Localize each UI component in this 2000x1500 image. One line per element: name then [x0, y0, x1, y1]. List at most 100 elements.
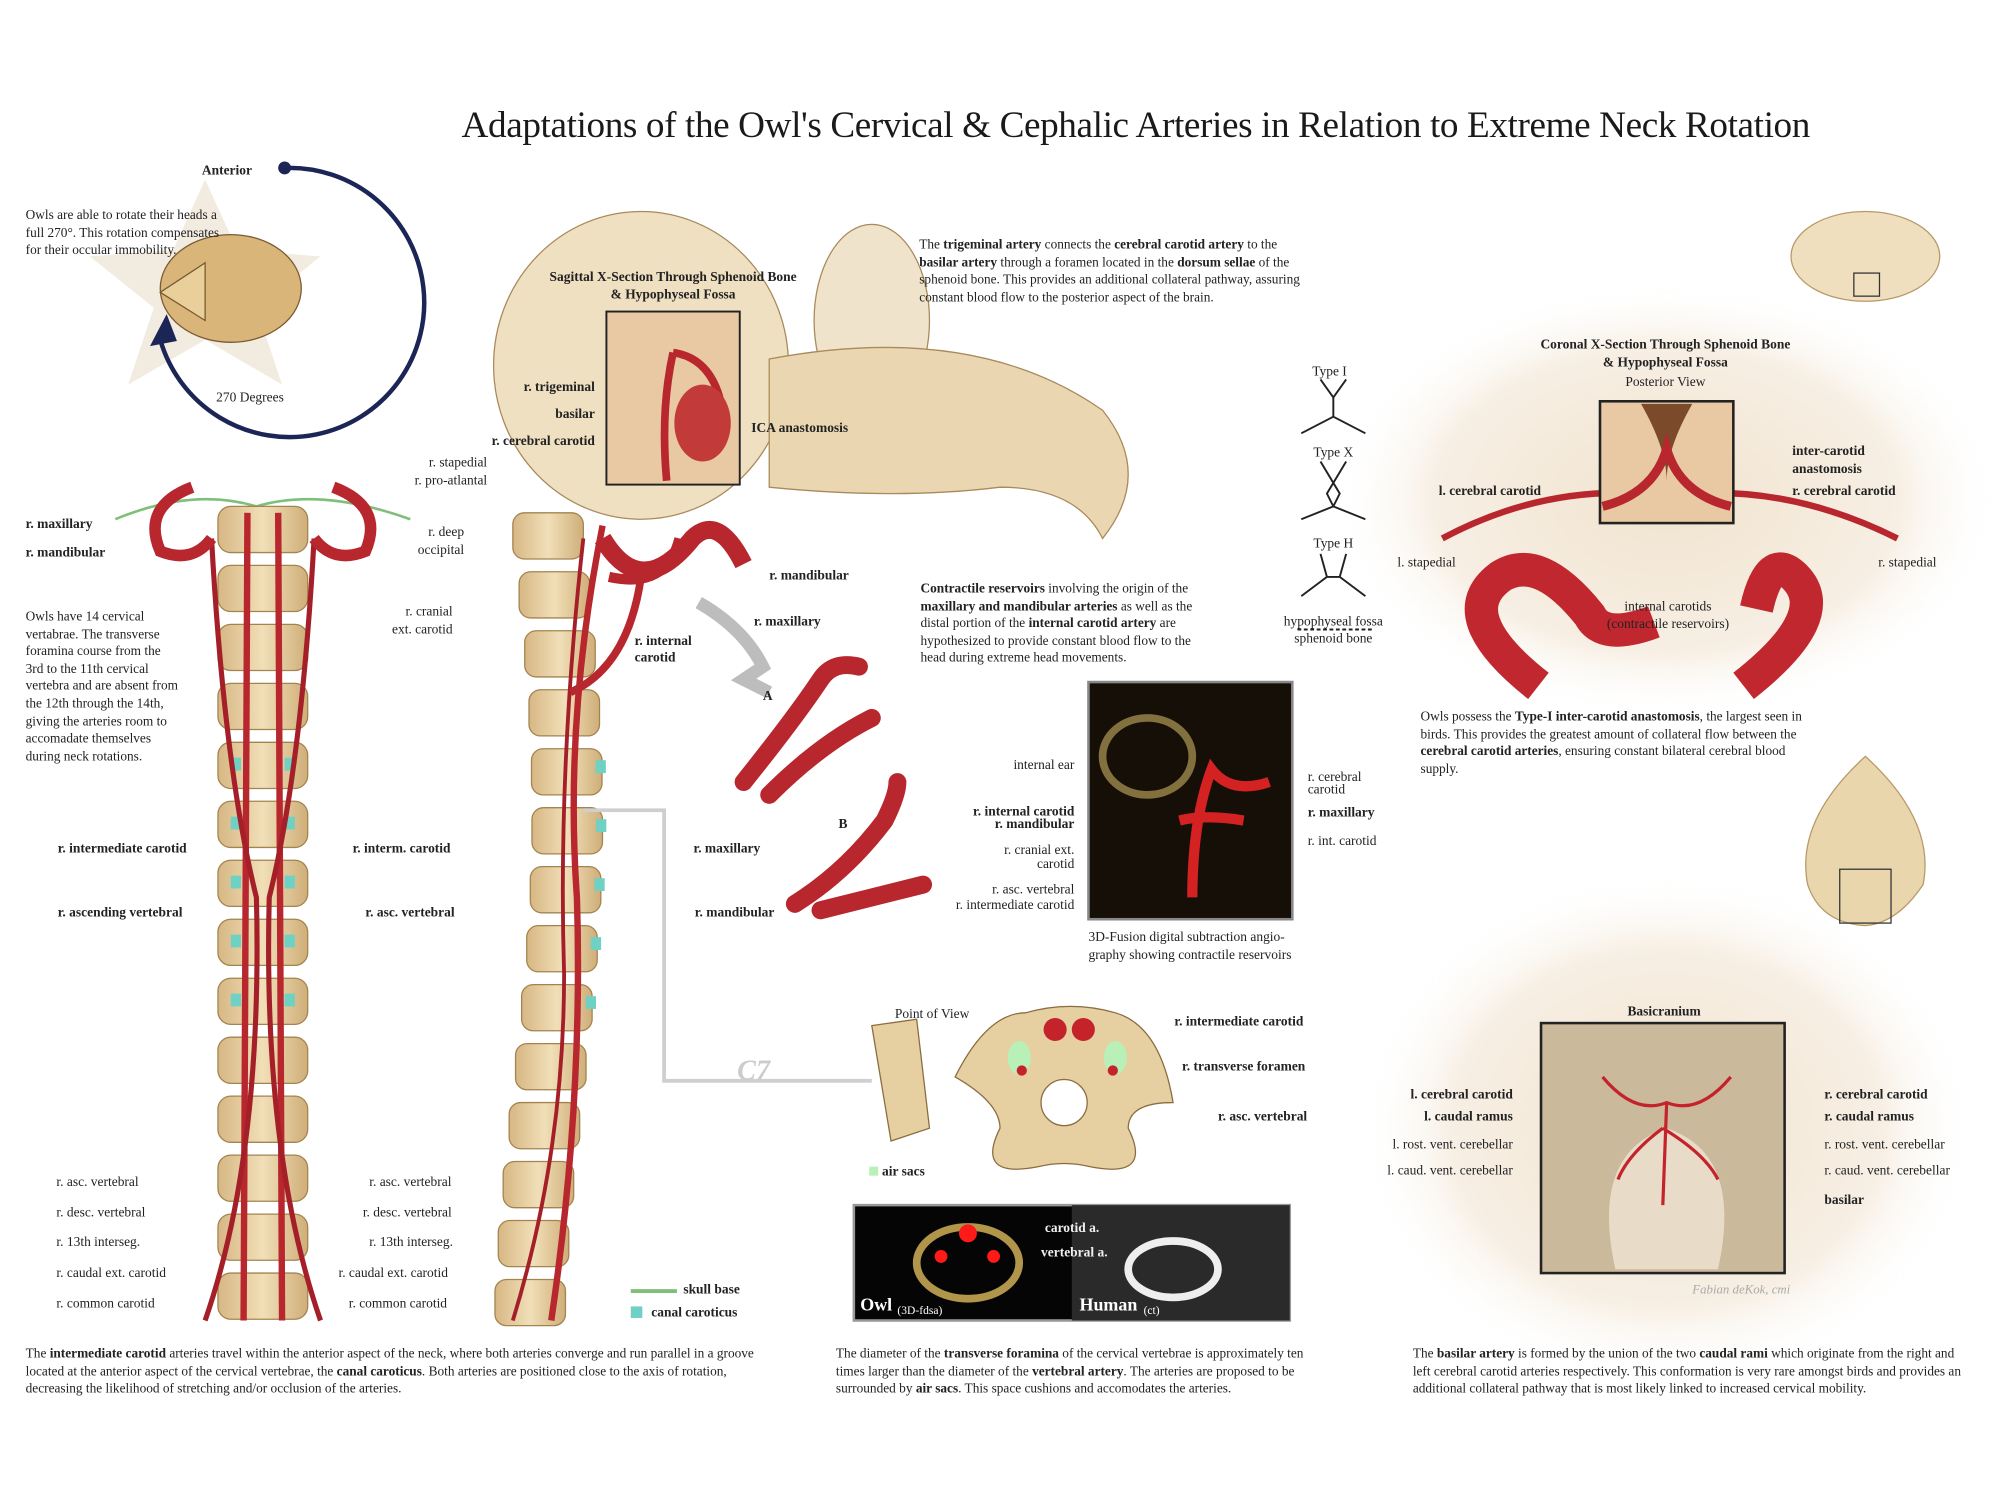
contractile-paragraph: Contractile reservoirs involving the ori… — [921, 581, 1218, 668]
label-sag-title2: & Hypophyseal Fossa — [610, 288, 736, 303]
label-c-inter1: inter-carotid — [1792, 444, 1865, 459]
canal-caroticus — [585, 996, 596, 1009]
emphasis-text: vertebral artery — [1032, 1364, 1124, 1379]
label-m-13th: r. 13th interseg. — [369, 1235, 453, 1250]
paragraph-text: Owls possess the — [1420, 710, 1515, 725]
vertebrae-paragraph: Owls have 14 cervical vertabrae. The tra… — [26, 609, 180, 766]
emphasis-text: Contractile reservoirs — [920, 582, 1045, 597]
label-c-rcerebral: r. cerebral carotid — [1792, 484, 1896, 499]
paragraph-text: Owls have 14 cervical vertabrae. The tra… — [25, 610, 179, 764]
label-bc-title: Basicranium — [1627, 1005, 1701, 1020]
owl-skull — [492, 210, 1129, 699]
label-t-typeh: Type H — [1313, 537, 1354, 552]
label-bc-lcaud: l. caud. vent. cerebellar — [1387, 1164, 1513, 1179]
label-h-mandibular: r. mandibular — [769, 569, 849, 584]
vertebra — [529, 866, 602, 914]
label-t-sphenoid: sphenoid bone — [1294, 632, 1373, 647]
label-v-airsacs: air sacs — [882, 1165, 925, 1180]
label-a-ear: internal ear — [1013, 758, 1075, 774]
coronal-section — [1440, 210, 1941, 699]
label-A: A — [762, 689, 773, 704]
label-v-pov: Point of View — [894, 1007, 970, 1022]
canal-caroticus — [230, 875, 242, 889]
label-ct-human-sub: (ct) — [1143, 1303, 1160, 1317]
rotation-paragraph: Owls are able to rotate their heads a fu… — [26, 208, 238, 260]
vertebra — [217, 1272, 309, 1320]
vertebra — [217, 505, 309, 554]
transverse-foramina-paragraph: The diameter of the transverse foramina … — [836, 1346, 1323, 1398]
label-a-interm: r. intermediate carotid — [955, 898, 1075, 913]
label-ct-vertebral: vertebral a. — [1041, 1246, 1108, 1261]
legend — [630, 1289, 677, 1318]
label-s-cerebral: r. cerebral carotid — [491, 434, 595, 449]
paragraph-text: through a foramen located in the — [997, 255, 1178, 270]
vertebra — [217, 1154, 309, 1202]
label-a-cap1: 3D-Fusion digital subtraction angio- — [1088, 930, 1285, 945]
vertebra — [524, 630, 596, 678]
canal-caroticus — [594, 878, 605, 892]
label-m-caudal: r. caudal ext. carotid — [338, 1266, 448, 1281]
canal-caroticus — [230, 757, 242, 771]
label-c-internal1: internal carotids — [1624, 599, 1712, 615]
canal-caroticus — [230, 993, 242, 1007]
label-a-maxillary: r. maxillary — [1307, 806, 1375, 821]
vertebra — [217, 1213, 309, 1261]
label-anterior: Anterior — [201, 164, 252, 179]
canal-caroticus — [590, 937, 602, 950]
label-m-cranial2: ext. carotid — [392, 623, 453, 638]
label-degrees: 270 Degrees — [216, 391, 284, 406]
paragraph-text: Owls are able to rotate their heads a fu… — [25, 208, 220, 258]
emphasis-text: air sacs — [915, 1382, 959, 1397]
label-c-inter2: anastomosis — [1792, 462, 1862, 477]
label-l-mandibular: r. mandibular — [25, 546, 106, 561]
paragraph-text: , the largest seen in birds. This provid… — [1420, 710, 1802, 742]
canal-caroticus — [596, 819, 607, 833]
paragraph-text: of the cervical vertebrae is approximate… — [835, 1347, 1304, 1379]
label-ct-human: Human — [1079, 1296, 1138, 1316]
label-b-maxillary: r. maxillary — [693, 842, 761, 857]
basilar-paragraph: The basilar artery is formed by the unio… — [1413, 1346, 1964, 1398]
reservoir-diagrams — [734, 656, 933, 920]
label-legend-canal: canal caroticus — [651, 1306, 738, 1321]
label-m-deep2: occipital — [417, 543, 465, 558]
emphasis-text: maxillary and mandibular arteries — [920, 599, 1118, 614]
label-bc-rcaudal: r. caudal ramus — [1824, 1110, 1915, 1125]
label-bc-basilar: basilar — [1824, 1193, 1865, 1208]
vertebra — [217, 682, 309, 731]
label-c-rstapedial: r. stapedial — [1878, 556, 1937, 571]
vertebra — [520, 983, 593, 1032]
label-a-int: r. int. carotid — [1307, 834, 1377, 849]
basicranium — [1539, 755, 1926, 1275]
label-m-stapedial: r. stapedial — [428, 456, 488, 471]
label-bc-lcerebral: l. cerebral carotid — [1410, 1088, 1513, 1103]
emphasis-text: intermediate carotid — [49, 1347, 166, 1362]
vertebra — [528, 689, 601, 737]
label-ct-owl: Owl — [860, 1296, 893, 1316]
label-v-asc: r. asc. vertebral — [1217, 1110, 1308, 1125]
label-s-basilar: basilar — [555, 407, 595, 422]
label-t-type1: Type I — [1312, 365, 1347, 380]
emphasis-text: transverse foramina — [943, 1347, 1059, 1362]
label-m-common: r. common carotid — [348, 1297, 448, 1312]
label-l-ascending: r. ascending vertebral — [57, 906, 183, 921]
vertebra — [217, 977, 309, 1025]
emphasis-text: dorsum sellae — [1177, 255, 1256, 270]
label-c-lstapedial: l. stapedial — [1397, 556, 1456, 571]
label-m-ascb: r. asc. vertebral — [365, 906, 455, 921]
label-m-asc: r. asc. vertebral — [369, 1175, 452, 1190]
paragraph-text: to the — [1243, 238, 1278, 253]
label-bc-rcaud: r. caud. vent. cerebellar — [1824, 1164, 1950, 1179]
paragraph-text: arteries travel within the anterior aspe… — [25, 1347, 754, 1379]
label-m-interm: r. interm. carotid — [352, 842, 451, 857]
label-bc-lrost: l. rost. vent. cerebellar — [1392, 1138, 1513, 1153]
label-t-typex: Type X — [1313, 446, 1354, 461]
canal-caroticus — [595, 760, 606, 774]
label-c-title2: & Hypophyseal Fossa — [1602, 356, 1728, 371]
label-c-lcerebral: l. cerebral carotid — [1438, 484, 1542, 499]
paragraph-text: The — [919, 238, 944, 253]
label-t-fossa: hypophyseal fossa — [1283, 615, 1383, 630]
emphasis-text: basilar artery — [1436, 1347, 1515, 1362]
paragraph-text: . The arteries are proposed to be surrou… — [835, 1364, 1295, 1397]
